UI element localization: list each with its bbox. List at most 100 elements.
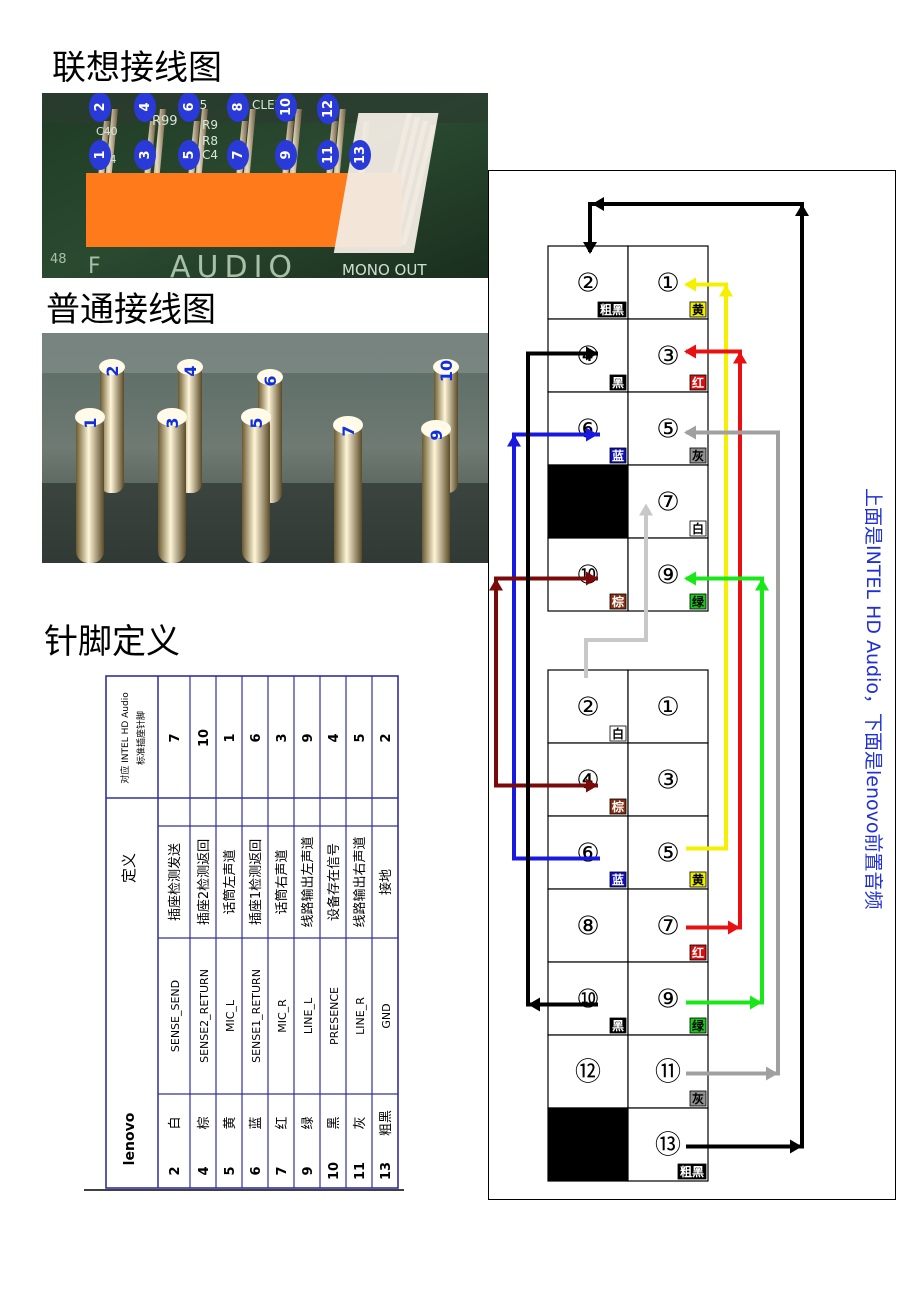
- front-pin: [422, 425, 450, 563]
- wire-red-arrow: [733, 351, 747, 364]
- pin-1-bubble: [89, 140, 111, 170]
- pin-13-bubble: [349, 140, 371, 170]
- pin-5-label: 5: [182, 150, 197, 159]
- board-text-mono-out: MONO OUT: [342, 261, 427, 278]
- pin-3-bubble: [134, 140, 156, 170]
- back-pin-tip: [99, 359, 125, 375]
- intel-pin-1-number: ①: [656, 269, 679, 299]
- wire-green-arrow: [750, 995, 762, 1010]
- diagram-frame: [488, 170, 896, 1200]
- pin-1-label: 1: [93, 150, 108, 159]
- front-pin: [334, 421, 362, 563]
- wire-brown-arrow: [489, 578, 503, 591]
- lenovo-pin-7-number: ⑦: [656, 912, 679, 942]
- lenovo-pin-9-color-text: 绿: [692, 1018, 705, 1033]
- intel-pin-5-color-text: 灰: [692, 448, 704, 463]
- pin-12-bubble: [317, 94, 339, 124]
- lenovo-pin-11-color-text: 灰: [692, 1091, 704, 1106]
- intel-pin-7-number: ⑦: [656, 488, 679, 518]
- pin-9-label: 9: [279, 150, 294, 159]
- row-color: 红: [274, 1116, 290, 1129]
- intel-pin-7-color-tag: [689, 520, 707, 537]
- header-intel-sub: 标准插座针脚: [135, 711, 147, 765]
- lenovo-pin-6-color-text: 蓝: [612, 872, 624, 887]
- intel-pin-2-number: ②: [576, 269, 599, 299]
- pin-6-label: 6: [182, 102, 197, 111]
- front-pin-tip: [241, 408, 271, 426]
- board-text-48: 48: [50, 252, 67, 267]
- lenovo-pin-13-color-tag: [677, 1163, 707, 1180]
- front-pin: [76, 413, 104, 563]
- wire-grey-arrow: [684, 425, 696, 440]
- wire-black-arrow: [528, 997, 540, 1012]
- row-desc: 线路输出右声道: [352, 836, 368, 927]
- lenovo-pin-2-number: ②: [576, 693, 599, 723]
- lenovo-pin-12: [547, 1034, 629, 1109]
- wire-yellow: [686, 282, 728, 851]
- board-text-c40: C40: [96, 125, 118, 138]
- lenovo-pin-13-color-text: 粗黑: [680, 1164, 704, 1179]
- board-text-r99: R99: [152, 114, 178, 129]
- lenovo-pin-9-color-tag: [689, 1017, 707, 1034]
- wire-brown-arrow: [586, 778, 598, 793]
- row-desc: 接地: [378, 869, 394, 895]
- photo2-pin-label: 7: [339, 425, 358, 436]
- row-pin: 10: [327, 1162, 342, 1180]
- intel-pin-10-color-tag: [609, 593, 627, 610]
- lenovo-header-photo: 48 F AUDIO MONO OUT C40 D74 R99 R9 R8 C4…: [42, 93, 488, 278]
- row-intel: 4: [327, 733, 342, 742]
- wire-brown-arrow: [586, 571, 598, 586]
- pin-2-bubble: [89, 93, 111, 122]
- pin-8-bubble: [227, 93, 249, 122]
- intel-pin-7-color-text: 白: [692, 521, 704, 536]
- wire-white: [584, 507, 648, 678]
- lenovo-pin-1-number: ①: [656, 693, 679, 723]
- row-pin: 11: [353, 1162, 368, 1180]
- pin-4-bubble: [134, 93, 156, 122]
- row-color: 黄: [223, 1116, 238, 1129]
- wire-white-arrow: [639, 503, 653, 516]
- pin-mapping-diagram: ②粗黑①黄④黑③红⑥蓝⑤灰⑦白⑩棕⑨绿②白①④棕③⑥蓝⑤黄⑧⑦红⑩黑⑨绿⑫⑪灰⑬…: [488, 170, 898, 1202]
- lenovo-pin-4-color-tag: [609, 798, 627, 815]
- back-pin-tip: [177, 359, 203, 375]
- front-pin-tip: [75, 408, 105, 426]
- row-pin: 4: [197, 1166, 212, 1175]
- wire-ground-arrow: [583, 242, 597, 254]
- lenovo-pin-10-number: ⑩: [576, 985, 599, 1015]
- back-pin-tip: [433, 359, 459, 375]
- row-signal: SENSE_SEND: [169, 980, 182, 1052]
- intel-pin-3-color-tag: [689, 374, 707, 391]
- lenovo-pin-5-color-text: 黄: [692, 872, 704, 887]
- board-text-c4: C4: [202, 148, 218, 162]
- intel-pin-10-color-text: 棕: [611, 594, 624, 609]
- row-pin: 7: [275, 1166, 290, 1175]
- back-pin-tip: [257, 369, 283, 385]
- photo2-pin-label: 3: [163, 417, 182, 428]
- wire-red-arrow: [728, 920, 740, 935]
- lenovo-pin-8: [547, 888, 629, 963]
- row-intel: 9: [301, 733, 316, 742]
- lenovo-wiring-heading: 联想接线图: [52, 48, 222, 88]
- lenovo-pin-3-number: ③: [656, 766, 679, 796]
- row-desc: 插座2检测返回: [197, 839, 212, 925]
- wire-red-arrow: [684, 344, 696, 359]
- lenovo-pin-2-color-tag: [609, 725, 627, 742]
- lenovo-pin-6-number: ⑥: [576, 839, 599, 869]
- row-pin: 9: [301, 1166, 316, 1175]
- row-signal: MIC_R: [276, 999, 289, 1033]
- row-color: 灰: [353, 1116, 368, 1129]
- pin-9-bubble: [275, 140, 297, 170]
- pin-12-label: 12: [321, 100, 336, 118]
- table-border: [105, 675, 399, 1189]
- board-text-audio: AUDIO: [170, 250, 298, 278]
- diagram-side-label: 上面是INTEL HD Audio，下面是lenovo前置音频: [862, 488, 884, 910]
- row-color: 粗黑: [379, 1110, 394, 1136]
- lenovo-pin-7-color-text: 红: [692, 945, 704, 960]
- lenovo-pin-12-number: ⑫: [575, 1058, 601, 1088]
- photo2-pin-label: 9: [427, 429, 446, 440]
- board-text-r8: R8: [202, 134, 218, 148]
- photo2-pin-label: 5: [247, 417, 266, 428]
- back-pin: [100, 363, 124, 493]
